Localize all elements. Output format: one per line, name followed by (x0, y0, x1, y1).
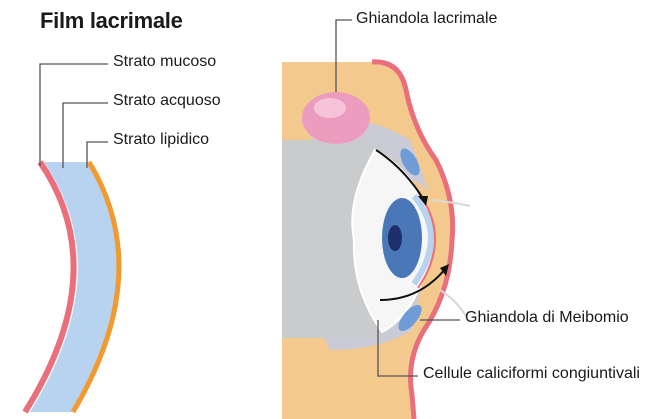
aqueous-leader-line (63, 103, 108, 168)
goblet-cells-label: Cellule caliciformi congiuntivali (423, 365, 640, 383)
lacrimal-gland-highlight (314, 98, 346, 118)
eye-anatomy (282, 20, 470, 419)
mucous-layer-label: Strato mucoso (113, 53, 216, 71)
lipid-layer-label: Strato lipidico (113, 131, 209, 149)
lacrimal-gland-label: Ghiandola lacrimale (356, 10, 497, 28)
aqueous-layer-label: Strato acquoso (113, 92, 221, 110)
diagram-title: Film lacrimale (40, 8, 183, 34)
pupil (388, 225, 402, 251)
meibomian-gland-label: Ghiandola di Meibomio (465, 309, 629, 327)
tear-film-section (25, 64, 119, 412)
mucous-leader-line (40, 64, 108, 166)
